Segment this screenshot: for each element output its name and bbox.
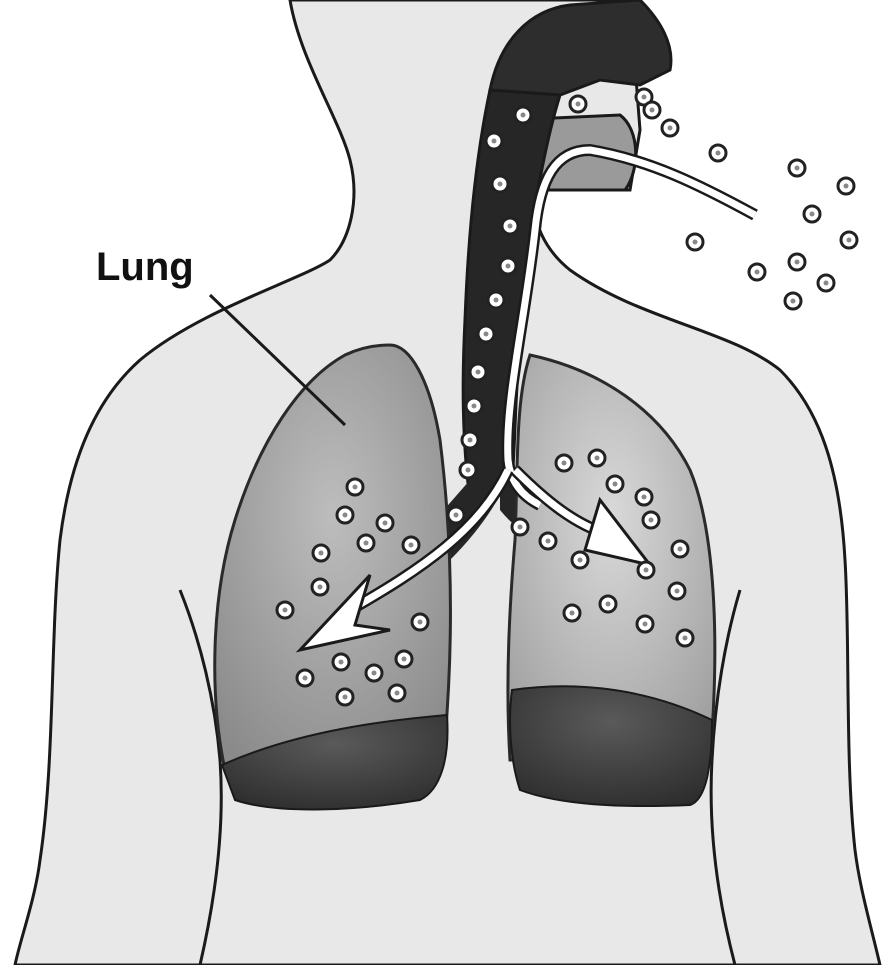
particle-core bbox=[606, 602, 611, 607]
particle-core bbox=[642, 495, 647, 500]
particle-core bbox=[339, 660, 344, 665]
particle-core bbox=[492, 139, 497, 144]
particle-core bbox=[402, 657, 407, 662]
particle-core bbox=[650, 108, 655, 113]
particle-core bbox=[795, 260, 800, 265]
particle-core bbox=[791, 299, 796, 304]
lung-label: Lung bbox=[96, 245, 194, 290]
particle-core bbox=[643, 622, 648, 627]
particle-core bbox=[343, 513, 348, 518]
particle-core bbox=[521, 113, 526, 118]
particle-core bbox=[383, 521, 388, 526]
particle-core bbox=[795, 166, 800, 171]
particle-core bbox=[372, 671, 377, 676]
particle-core bbox=[576, 102, 581, 107]
particle-core bbox=[318, 585, 323, 590]
body-silhouette bbox=[15, 0, 880, 965]
particle-core bbox=[494, 298, 499, 303]
particle-core bbox=[644, 568, 649, 573]
particle-core bbox=[472, 404, 477, 409]
particle-core bbox=[810, 212, 815, 217]
particle-core bbox=[476, 370, 481, 375]
particle-core bbox=[755, 270, 760, 275]
particle-core bbox=[484, 332, 489, 337]
particle-core bbox=[668, 126, 673, 131]
particle-core bbox=[613, 482, 618, 487]
particle-core bbox=[683, 636, 688, 641]
particle-core bbox=[498, 182, 503, 187]
particle-core bbox=[693, 240, 698, 245]
particle-core bbox=[409, 543, 414, 548]
particle-core bbox=[847, 238, 852, 243]
particle-core bbox=[518, 525, 523, 530]
particle-core bbox=[353, 485, 358, 490]
particle-core bbox=[678, 547, 683, 552]
particle-core bbox=[283, 608, 288, 613]
particle-core bbox=[824, 281, 829, 286]
particle-core bbox=[562, 461, 567, 466]
particle-core bbox=[468, 438, 473, 443]
particle-core bbox=[546, 539, 551, 544]
particle-core bbox=[595, 456, 600, 461]
particle-core bbox=[675, 589, 680, 594]
particle-core bbox=[303, 676, 308, 681]
particle-core bbox=[395, 691, 400, 696]
particle-core bbox=[570, 611, 575, 616]
particle-core bbox=[364, 541, 369, 546]
particle-core bbox=[716, 151, 721, 156]
particle-core bbox=[578, 558, 583, 563]
particle-core bbox=[642, 95, 647, 100]
particle-core bbox=[454, 513, 459, 518]
particle-core bbox=[844, 184, 849, 189]
particle-core bbox=[319, 551, 324, 556]
particle-core bbox=[506, 264, 511, 269]
particle-core bbox=[343, 695, 348, 700]
particle-core bbox=[466, 468, 471, 473]
particle-core bbox=[418, 620, 423, 625]
particle-core bbox=[649, 518, 654, 523]
particle-core bbox=[508, 224, 513, 229]
